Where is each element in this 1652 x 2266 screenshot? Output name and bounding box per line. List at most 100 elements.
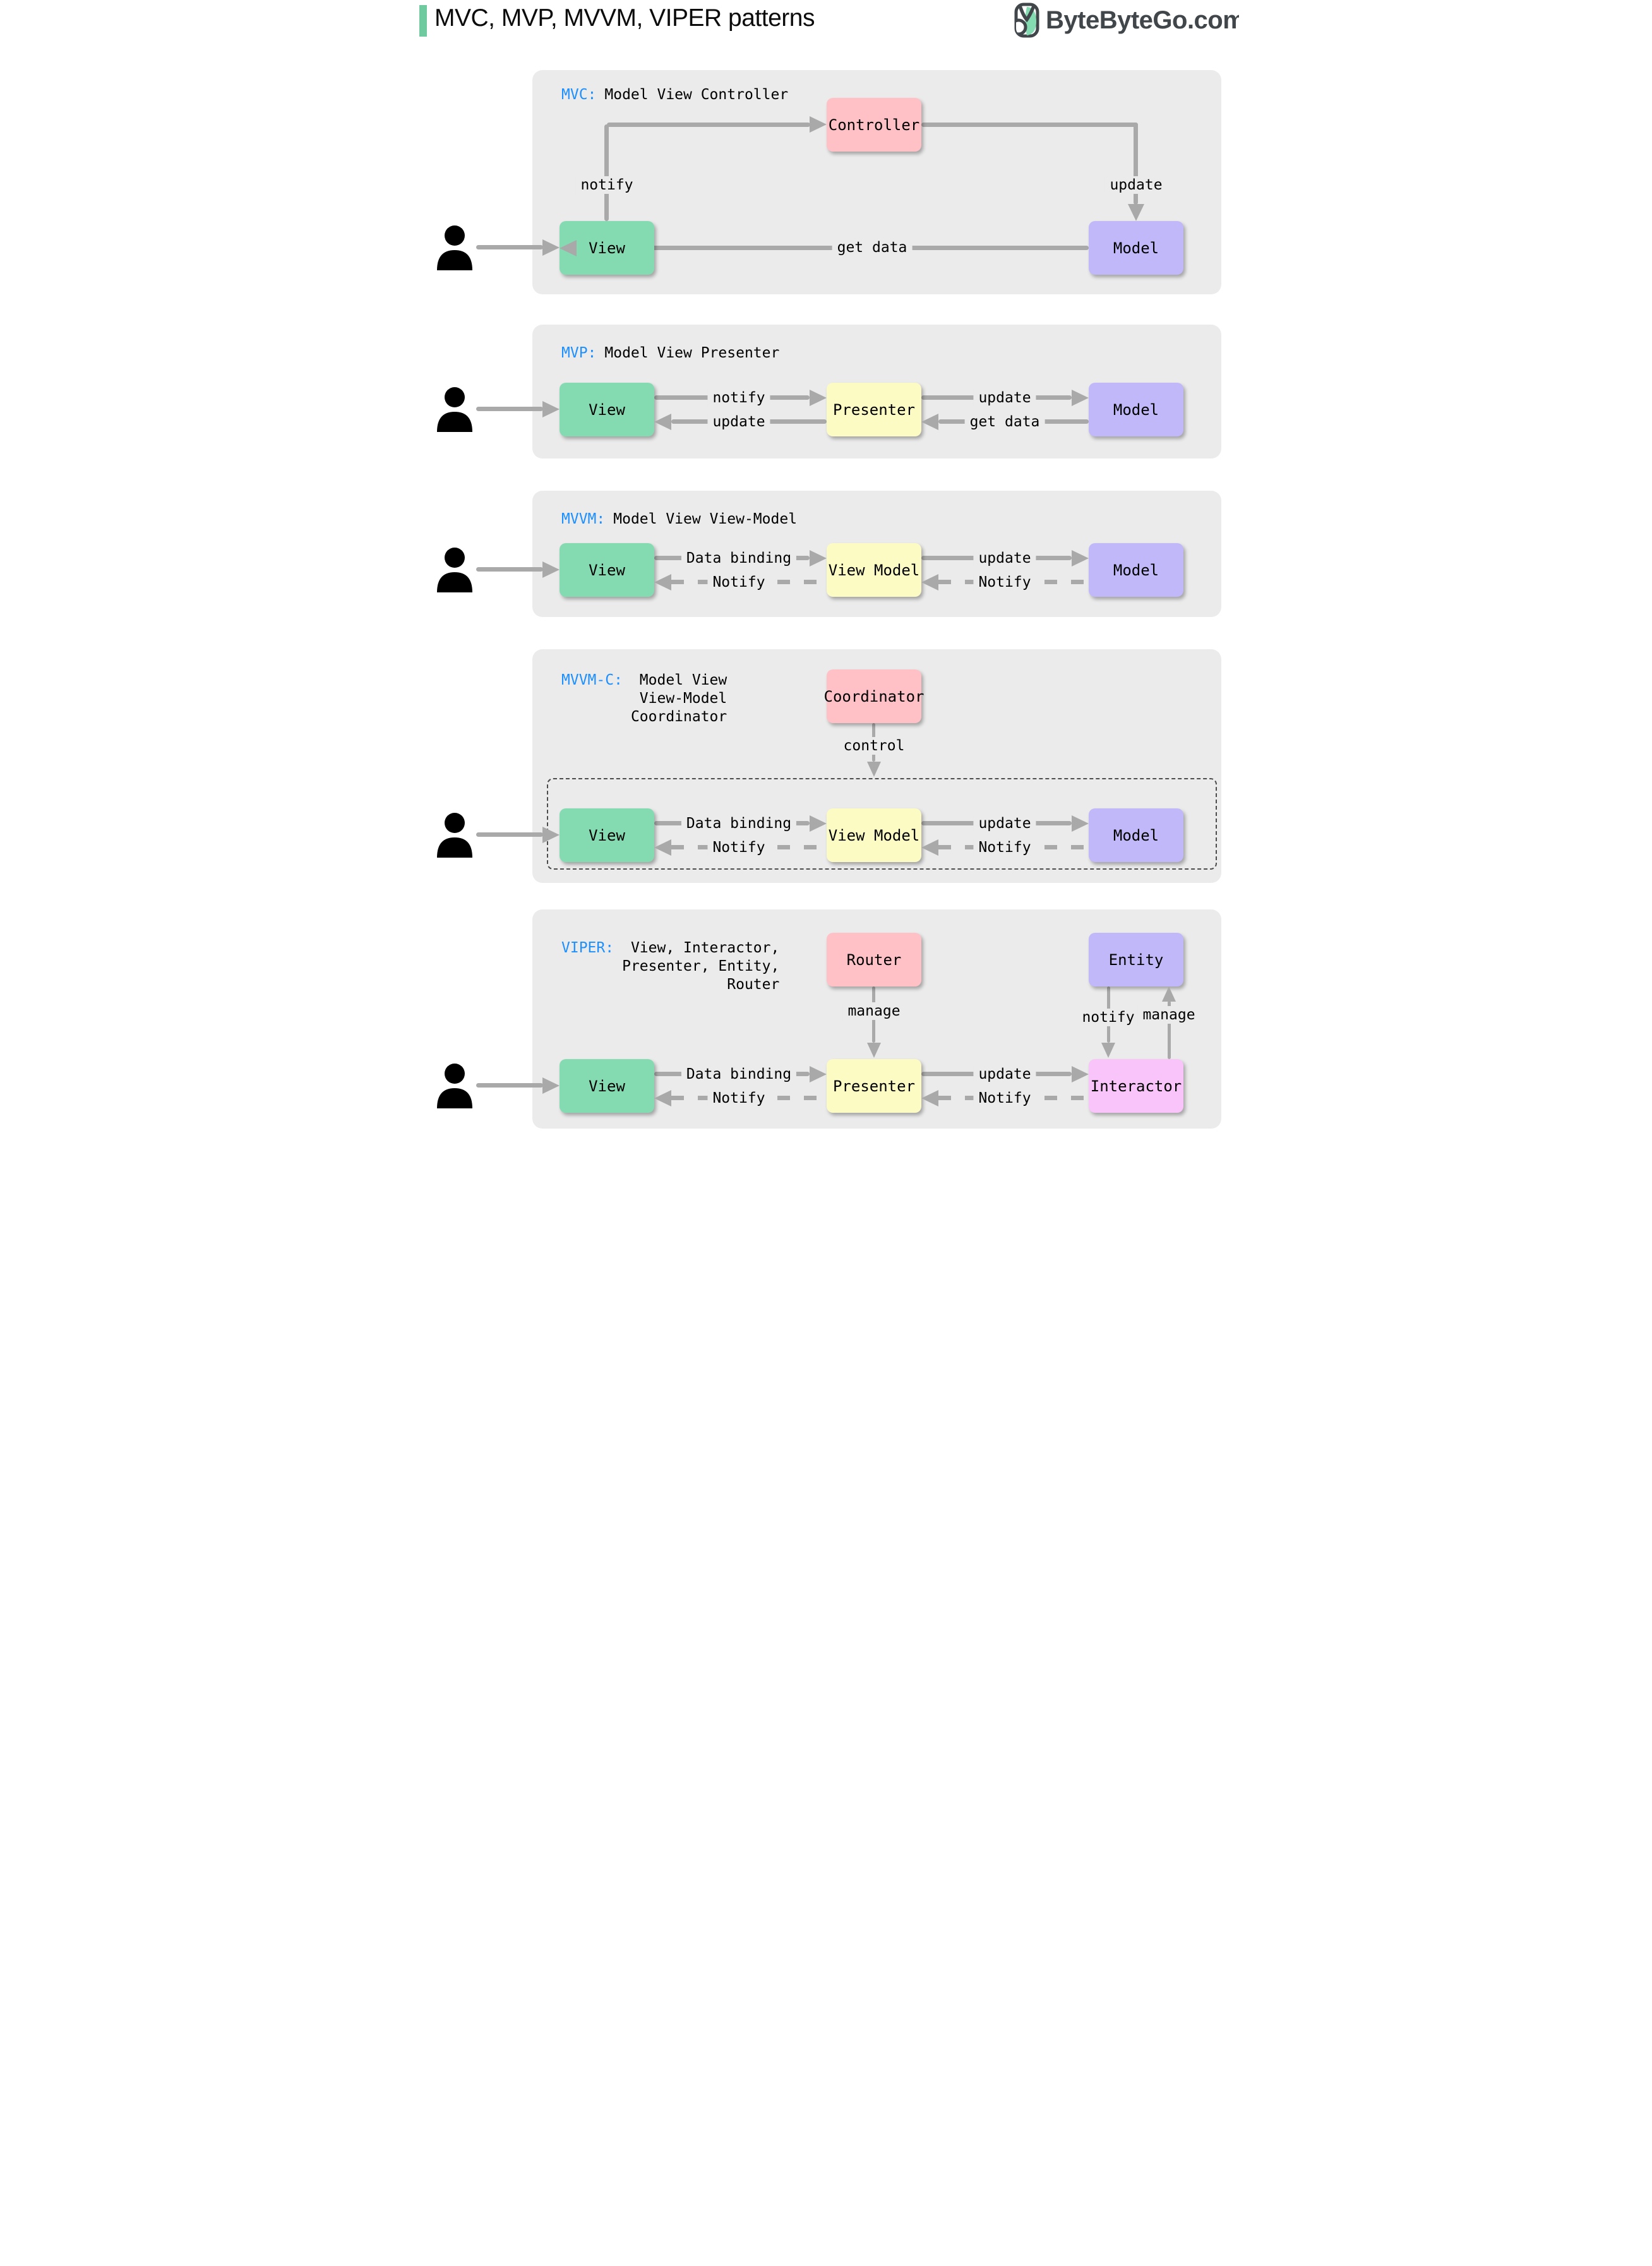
edge-label: update bbox=[973, 1065, 1036, 1083]
page: MVC, MVP, MVVM, VIPER patterns ByteByteG… bbox=[413, 0, 1239, 1133]
pattern-tag: MVP: bbox=[561, 345, 597, 361]
person-silhouette-icon bbox=[437, 225, 472, 270]
edge-label: notify bbox=[575, 176, 638, 194]
logo-text: ByteByteGo.com bbox=[1046, 6, 1239, 34]
edge-line bbox=[1134, 123, 1138, 205]
pattern-tag: MVVM-C: bbox=[561, 672, 623, 688]
box-controller: Controller bbox=[827, 98, 921, 152]
arrowhead-icon bbox=[921, 574, 938, 590]
edge-line bbox=[476, 567, 543, 572]
page-title: MVC, MVP, MVVM, VIPER patterns bbox=[434, 4, 815, 32]
edge-line bbox=[1168, 1001, 1171, 1059]
edge-label: control bbox=[838, 737, 910, 755]
viper-panel-title: VIPER: View, Interactor,Presenter, Entit… bbox=[561, 939, 779, 994]
box-router: Router bbox=[827, 933, 921, 986]
edge-line bbox=[476, 407, 543, 411]
edge-line bbox=[604, 124, 609, 221]
arrowhead-icon bbox=[542, 1077, 560, 1094]
arrowhead-icon bbox=[810, 1066, 827, 1082]
arrowhead-icon bbox=[1072, 815, 1089, 832]
pattern-tag: MVC: bbox=[561, 87, 597, 103]
arrowhead-icon bbox=[810, 390, 827, 406]
arrowhead-icon bbox=[654, 839, 671, 856]
pattern-name: Model View View-Model bbox=[613, 511, 798, 527]
arrowhead-icon bbox=[1162, 986, 1176, 1002]
box-view-model: View Model bbox=[827, 543, 921, 597]
box-model: Model bbox=[1089, 543, 1183, 597]
edge-label: notify bbox=[1077, 1009, 1140, 1026]
mvp-panel-title: MVP: Model View Presenter bbox=[561, 344, 779, 363]
box-view: View bbox=[560, 1059, 654, 1113]
box-model: Model bbox=[1089, 221, 1183, 275]
arrowhead-icon bbox=[654, 1090, 671, 1106]
arrowhead-icon bbox=[867, 762, 881, 777]
mvc-panel-title: MVC: Model View Controller bbox=[561, 86, 788, 104]
arrowhead-icon bbox=[560, 240, 577, 256]
edge-label: update bbox=[973, 815, 1036, 832]
edge-label: update bbox=[973, 389, 1036, 407]
box-view: View bbox=[560, 543, 654, 597]
arrowhead-icon bbox=[1072, 1066, 1089, 1082]
box-entity: Entity bbox=[1089, 933, 1183, 986]
edge-label: notify bbox=[707, 389, 770, 407]
arrowhead-icon bbox=[867, 1043, 881, 1058]
edge-label: Data binding bbox=[681, 549, 797, 567]
edge-line bbox=[921, 123, 1138, 127]
box-model: Model bbox=[1089, 808, 1183, 862]
edge-label: Notify bbox=[707, 839, 770, 856]
arrowhead-icon bbox=[1072, 390, 1089, 406]
edge-label: get data bbox=[964, 413, 1045, 431]
pattern-tag: MVVM: bbox=[561, 511, 606, 527]
edge-label: Data binding bbox=[681, 1065, 797, 1083]
box-view-model: View Model bbox=[827, 808, 921, 862]
edge-label: Notify bbox=[707, 573, 770, 591]
edge-line bbox=[607, 123, 810, 127]
arrowhead-icon bbox=[542, 561, 560, 578]
pattern-name: Model View Presenter bbox=[604, 345, 780, 361]
arrowhead-icon bbox=[921, 414, 938, 430]
box-presenter: Presenter bbox=[827, 1059, 921, 1113]
box-view: View bbox=[560, 808, 654, 862]
pattern-name: View, Interactor,Presenter, Entity,Route… bbox=[622, 940, 780, 993]
pattern-name: Model View Controller bbox=[604, 87, 789, 103]
arrowhead-icon bbox=[810, 550, 827, 566]
arrowhead-icon bbox=[654, 574, 671, 590]
edge-label: manage bbox=[842, 1002, 906, 1020]
edge-label: Data binding bbox=[681, 815, 797, 832]
edge-label: update bbox=[707, 413, 770, 431]
arrowhead-icon bbox=[810, 116, 827, 133]
box-view: View bbox=[560, 383, 654, 436]
edge-label: Notify bbox=[707, 1089, 770, 1107]
arrowhead-icon bbox=[542, 827, 560, 843]
person-silhouette-icon bbox=[437, 387, 472, 432]
mvvm-scope-dashed-container bbox=[547, 778, 1217, 870]
edge-label: Notify bbox=[973, 573, 1036, 591]
edge-label: update bbox=[973, 549, 1036, 567]
arrowhead-icon bbox=[542, 239, 560, 256]
arrowhead-icon bbox=[921, 1090, 938, 1106]
arrowhead-icon bbox=[1128, 204, 1144, 221]
edge-label: update bbox=[1104, 176, 1168, 194]
arrowhead-icon bbox=[1101, 1043, 1115, 1058]
person-silhouette-icon bbox=[437, 548, 472, 592]
box-coordinator: Coordinator bbox=[824, 669, 924, 723]
edge-line bbox=[476, 245, 543, 249]
box-presenter: Presenter bbox=[827, 383, 921, 436]
arrowhead-icon bbox=[654, 414, 671, 430]
person-silhouette-icon bbox=[437, 1064, 472, 1108]
bytebytego-logo: ByteByteGo.com bbox=[1014, 3, 1239, 38]
box-model: Model bbox=[1089, 383, 1183, 436]
edge-line bbox=[476, 832, 543, 837]
pattern-tag: VIPER: bbox=[561, 940, 614, 956]
mvvm-panel-title: MVVM: Model View View-Model bbox=[561, 510, 797, 529]
arrowhead-icon bbox=[1072, 550, 1089, 566]
edge-line bbox=[476, 1083, 543, 1088]
edge-label: Notify bbox=[973, 839, 1036, 856]
person-silhouette-icon bbox=[437, 813, 472, 858]
edge-label: manage bbox=[1137, 1006, 1200, 1024]
edge-label: get data bbox=[832, 239, 913, 256]
title-accent-bar bbox=[419, 5, 427, 37]
arrowhead-icon bbox=[921, 839, 938, 856]
edge-label: Notify bbox=[973, 1089, 1036, 1107]
